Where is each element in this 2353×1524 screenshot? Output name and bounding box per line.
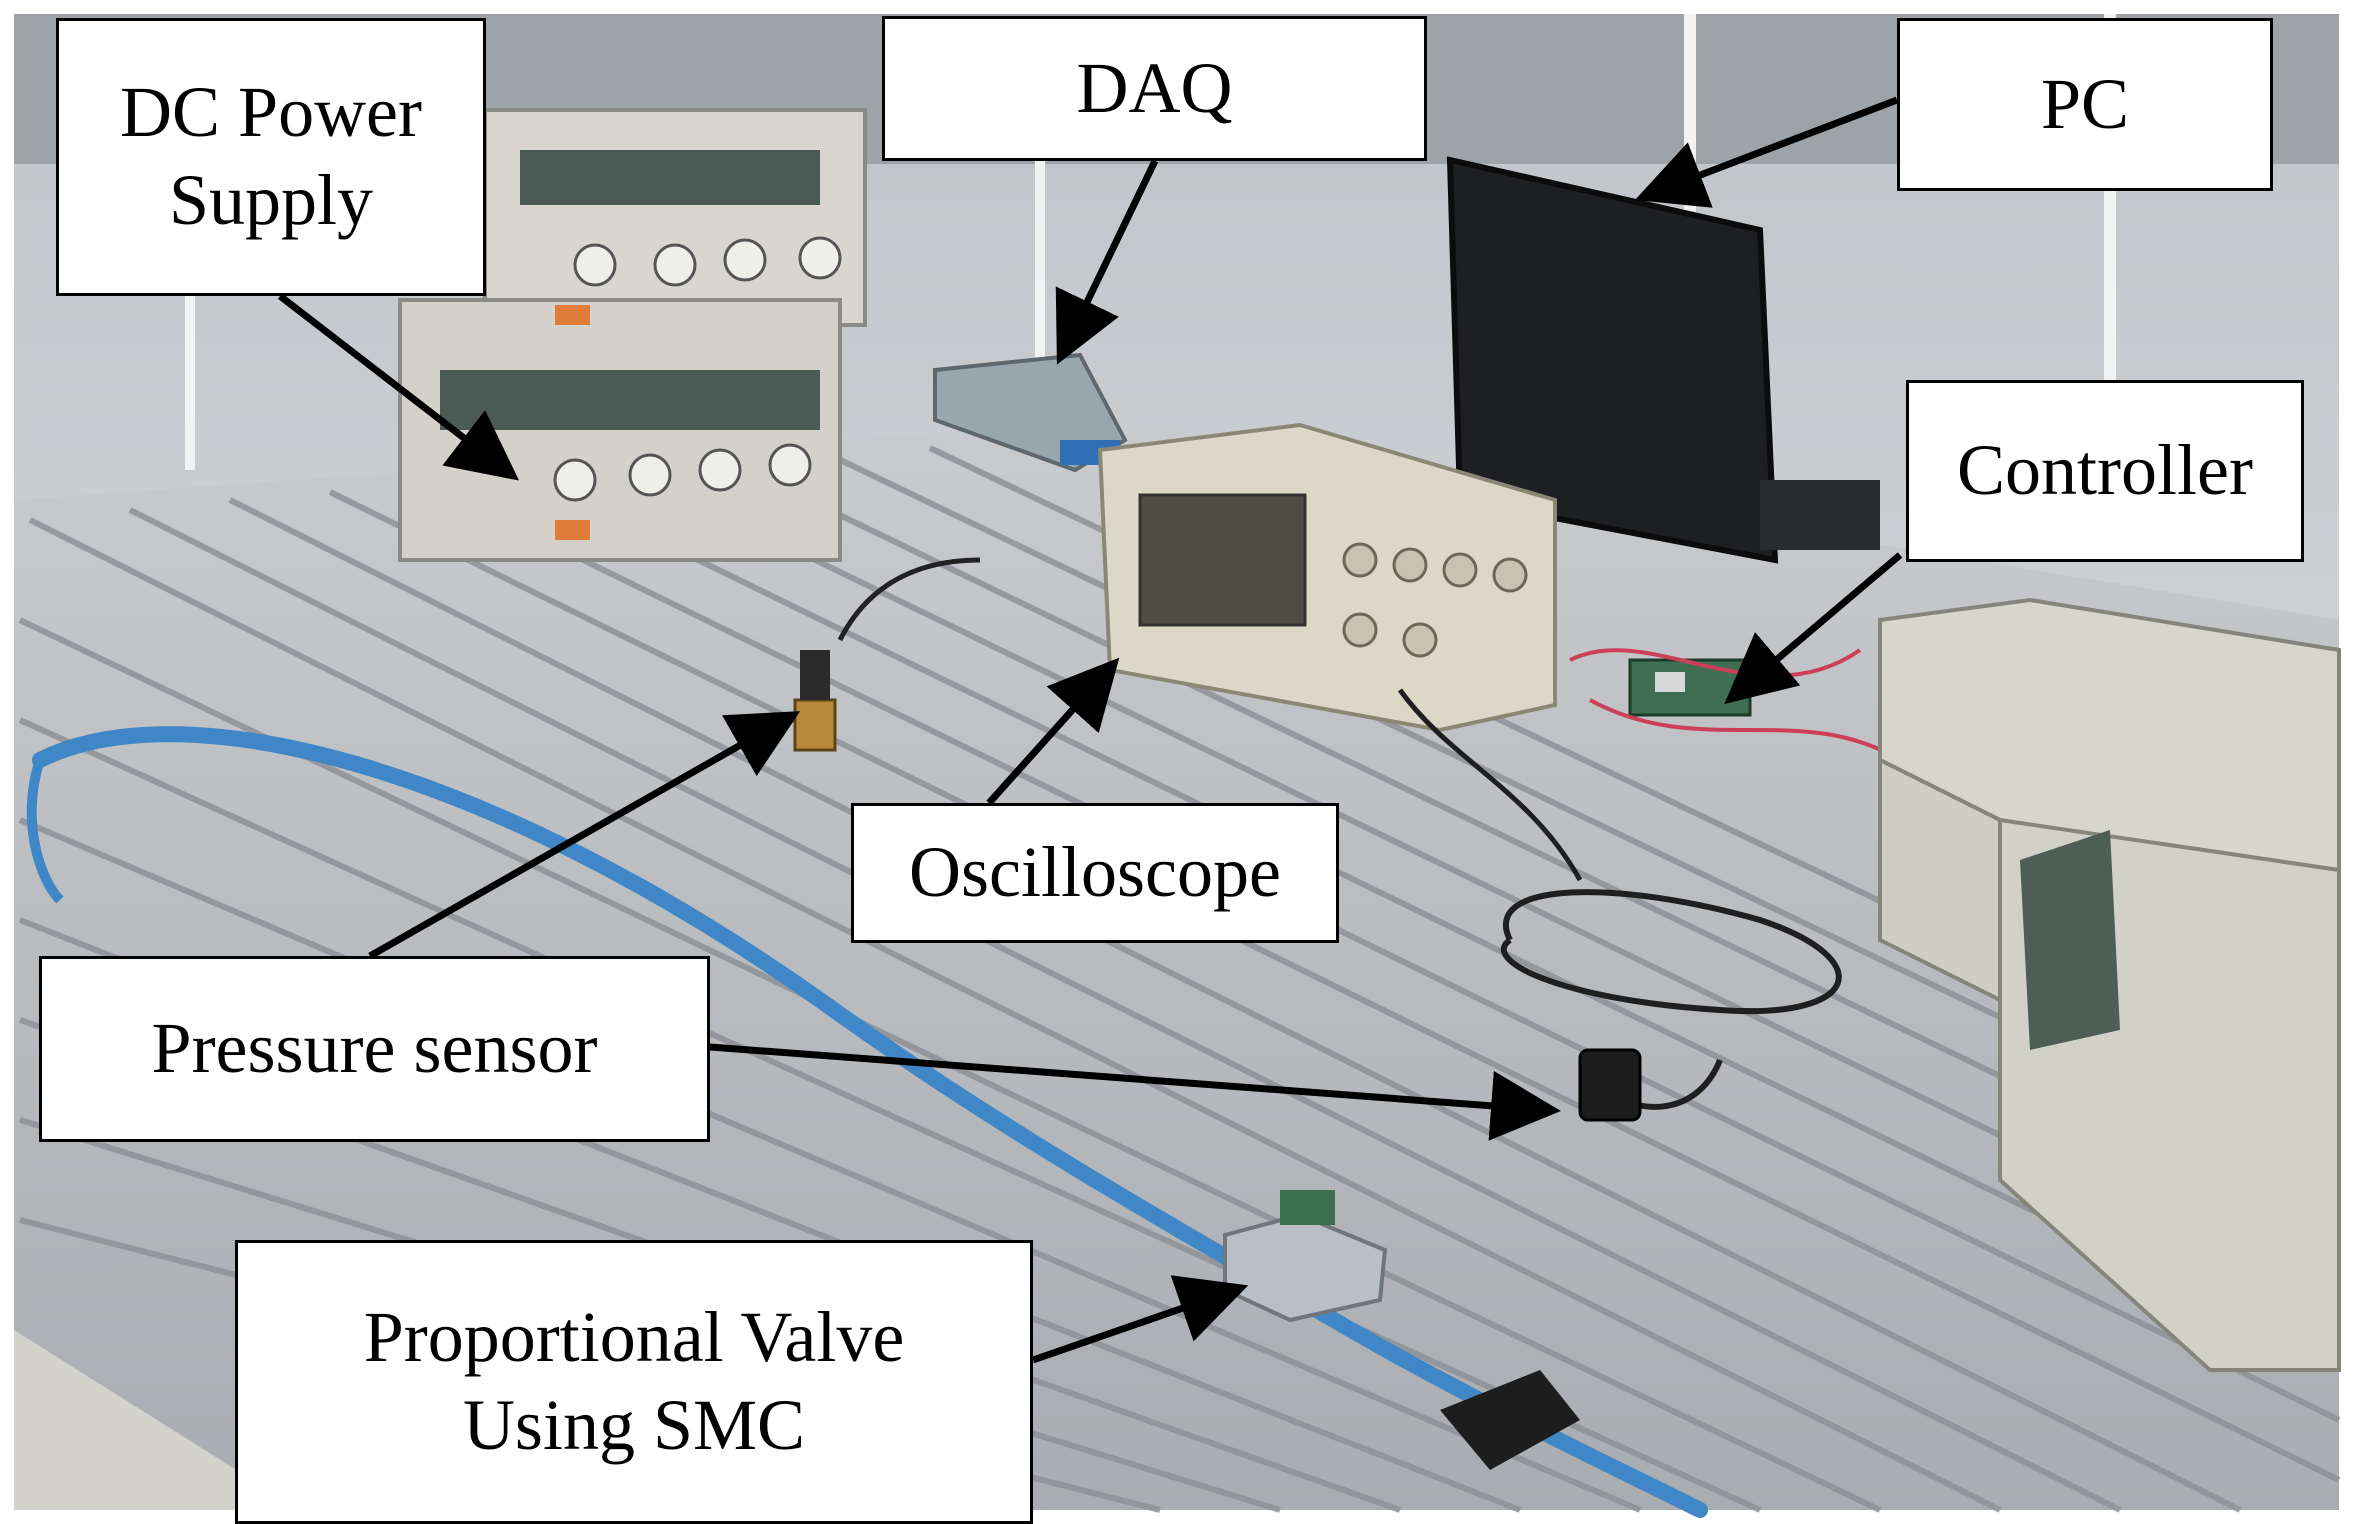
arrow-pc <box>1634 96 1899 208</box>
label-oscilloscope-text: Oscilloscope <box>909 832 1281 913</box>
arrow-controller <box>1724 552 1903 705</box>
pressure-sensor-devices <box>793 650 1642 1122</box>
arrow-proportional-valve <box>1031 1275 1249 1364</box>
arrow-dc-power-supply <box>277 293 520 481</box>
right-instruments <box>1878 597 2341 1372</box>
label-pressure-sensor-text: Pressure sensor <box>151 1008 598 1089</box>
label-controller-text: Controller <box>1957 430 2253 511</box>
arrow-daq <box>1055 159 1159 365</box>
oscilloscope-device <box>1097 422 1557 733</box>
pc-monitor <box>1446 156 1880 564</box>
label-dc-power-supply: DC Power Supply <box>56 18 486 296</box>
annotation-arrows <box>277 96 1903 1364</box>
arrow-pressure-sensor-upper <box>368 711 801 960</box>
arrow-pressure-sensor-lower <box>709 1043 1561 1141</box>
label-proportional-valve-line2: Using SMC <box>462 1385 806 1465</box>
label-dc-power-supply-line2: Supply <box>168 160 374 240</box>
label-dc-power-supply-line1: DC Power <box>120 72 422 153</box>
label-proportional-valve-line1: Proportional Valve <box>363 1297 905 1378</box>
label-pc-text: PC <box>2040 63 2130 144</box>
label-proportional-valve: Proportional Valve Using SMC <box>235 1240 1033 1524</box>
label-pressure-sensor: Pressure sensor <box>39 956 710 1142</box>
label-daq: DAQ <box>882 16 1427 161</box>
arrow-oscilloscope <box>986 657 1120 806</box>
proportional-valve-device <box>1223 1190 1580 1470</box>
label-pc: PC <box>1897 18 2273 191</box>
label-daq-text: DAQ <box>1076 47 1233 128</box>
label-controller: Controller <box>1906 380 2304 562</box>
label-oscilloscope: Oscilloscope <box>851 803 1339 943</box>
